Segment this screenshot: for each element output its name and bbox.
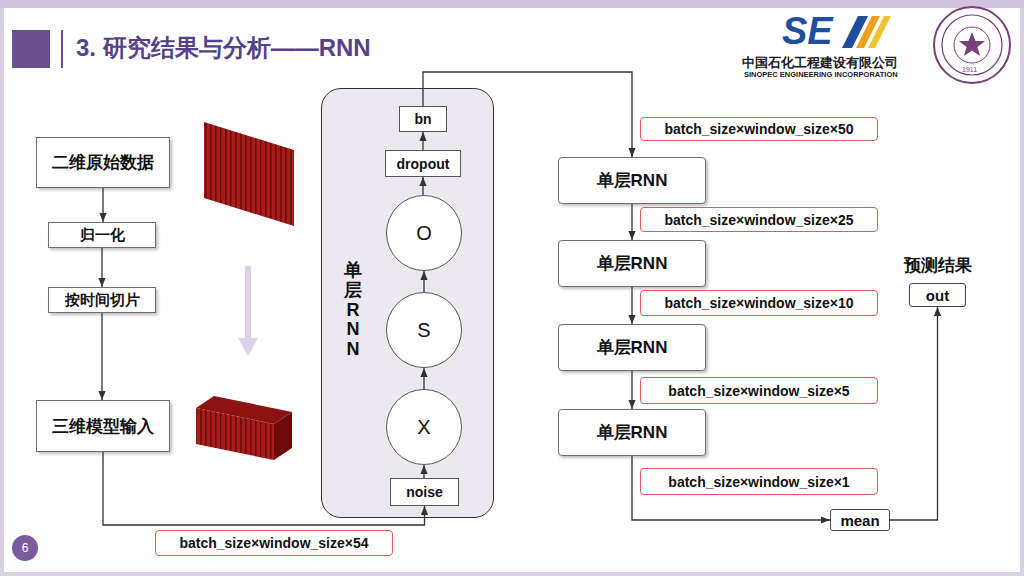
flow-arrow <box>422 177 423 195</box>
panel-title: 单层RNN <box>344 261 362 360</box>
node-text: 二维原始数据 <box>52 151 154 174</box>
node-text: X <box>417 416 430 439</box>
logo-slashes <box>842 16 891 48</box>
seal-year: 1911 <box>962 66 977 73</box>
node-text: O <box>416 222 432 245</box>
state-circle: X <box>386 389 462 465</box>
node-text: dropout <box>397 156 450 172</box>
mean-box: mean <box>830 509 890 531</box>
rnn-box: 单层RNN <box>558 324 706 371</box>
node-text: 三维模型输入 <box>52 415 154 438</box>
step-box: 归一化 <box>48 222 156 248</box>
title-rule <box>61 30 63 68</box>
state-circle: O <box>386 195 462 271</box>
node-text: 按时间切片 <box>65 291 140 310</box>
node-text: noise <box>406 484 443 500</box>
node-text: 单层RNN <box>597 252 668 275</box>
node-text: bn <box>414 111 431 127</box>
flow-arrow <box>890 307 938 520</box>
company-name: 中国石化工程建设有限公司 <box>742 54 898 72</box>
layer-box: noise <box>390 478 459 506</box>
node-text: batch_size×window_size×25 <box>664 212 853 228</box>
flow-arrow <box>101 313 102 400</box>
flow-arrow <box>101 248 102 287</box>
flow-arrow <box>631 204 632 240</box>
shape-box: batch_size×window_size×1 <box>640 468 878 495</box>
rnn-panel: 单层RNN bn dropoutO S Xnoise <box>321 88 494 518</box>
transform-arrow <box>238 266 258 356</box>
shape-box: batch_size×window_size×54 <box>155 530 393 556</box>
data-box: 三维模型输入 <box>36 400 170 452</box>
layer-box: dropout <box>385 150 461 177</box>
logo-letters: SE <box>782 10 833 53</box>
node-text: mean <box>840 512 879 529</box>
matrix-illustration <box>204 122 294 226</box>
node-text: 6 <box>22 541 29 555</box>
rnn-box: 单层RNN <box>558 409 706 456</box>
tensor-illustration <box>196 396 292 460</box>
shape-box: batch_size×window_size×25 <box>640 207 878 232</box>
rnn-box: 单层RNN <box>558 240 706 287</box>
node-text: batch_size×window_size×54 <box>179 535 368 551</box>
flow-arrow <box>423 465 424 478</box>
shape-box: batch_size×window_size×10 <box>640 290 878 316</box>
flow-arrow <box>423 72 632 157</box>
company-name-en: SINOPEC ENGINEERING INCORPORATION <box>744 70 898 79</box>
layer-box: bn <box>399 106 447 132</box>
node-text: S <box>417 319 430 342</box>
top-band <box>0 0 1024 8</box>
output-heading: 预测结果 <box>904 254 972 277</box>
flow-arrow <box>632 456 830 520</box>
node-text: 单层RNN <box>597 169 668 192</box>
node-text: 单层RNN <box>597 336 668 359</box>
shape-box: batch_size×window_size×50 <box>640 117 878 141</box>
node-text: 归一化 <box>80 226 125 245</box>
slide-title: 3. 研究结果与分析——RNN <box>76 32 371 64</box>
node-text: 单层RNN <box>597 421 668 444</box>
flow-arrow <box>422 132 423 150</box>
page-number: 6 <box>12 535 38 561</box>
flow-arrow <box>631 371 632 409</box>
title-square <box>12 30 50 68</box>
flow-arrow <box>423 368 424 389</box>
university-seal <box>934 7 1010 83</box>
node-text: batch_size×window_size×50 <box>664 121 853 137</box>
flow-arrow <box>631 287 632 324</box>
output-box: 预测结果out <box>909 283 966 307</box>
node-text: batch_size×window_size×5 <box>668 383 849 399</box>
state-circle: S <box>386 292 462 368</box>
flow-arrow <box>423 271 424 292</box>
flow-arrow <box>103 452 425 525</box>
node-text: batch_size×window_size×10 <box>664 295 853 311</box>
node-text: batch_size×window_size×1 <box>668 474 849 490</box>
data-box: 二维原始数据 <box>36 137 170 188</box>
rnn-box: 单层RNN <box>558 157 706 204</box>
flow-arrow <box>102 188 103 222</box>
shape-box: batch_size×window_size×5 <box>640 377 878 404</box>
node-text: out <box>926 287 949 304</box>
step-box: 按时间切片 <box>48 287 156 313</box>
